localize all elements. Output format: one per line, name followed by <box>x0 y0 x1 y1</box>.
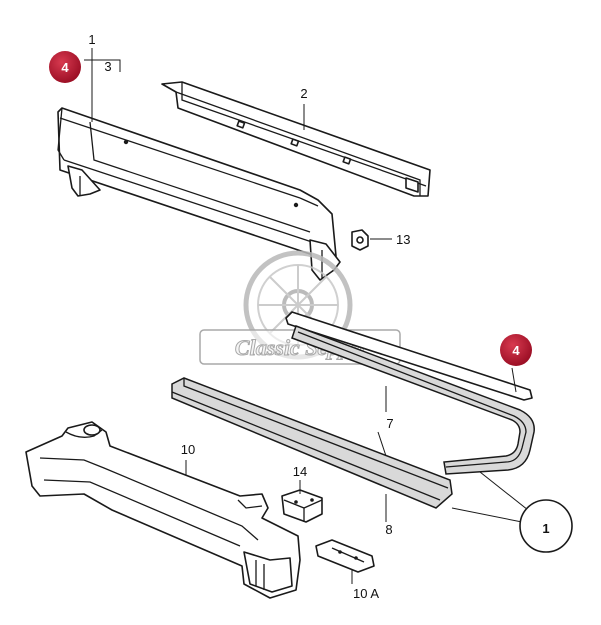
callout-13: 13 <box>396 232 410 247</box>
part-14-mount <box>281 489 323 523</box>
badge-4-right: 4 <box>500 334 532 366</box>
part-8-seal <box>171 377 453 509</box>
callout-10a: 10 A <box>353 586 379 601</box>
detail-label: 1 <box>542 521 549 536</box>
part-10a-bracket <box>315 539 375 573</box>
badge-4-top-left-label: 4 <box>61 60 69 75</box>
part-2-channel <box>161 81 431 197</box>
badge-4-top-left: 4 <box>49 51 81 83</box>
badge-4-right-label: 4 <box>512 343 520 358</box>
detail-callout: 1 <box>519 499 573 553</box>
leader-lines <box>84 48 529 584</box>
callout-10: 10 <box>181 442 195 457</box>
callout-7: 7 <box>386 416 393 431</box>
callout-8: 8 <box>385 522 392 537</box>
part-13-clip <box>351 229 369 251</box>
part-7-seal <box>291 325 535 475</box>
callout-3: 3 <box>104 59 111 74</box>
callout-1: 1 <box>88 32 95 47</box>
callout-14: 14 <box>293 464 307 479</box>
part-4-strip <box>285 311 533 401</box>
callout-2: 2 <box>300 86 307 101</box>
part-10-crossmember <box>25 421 301 599</box>
